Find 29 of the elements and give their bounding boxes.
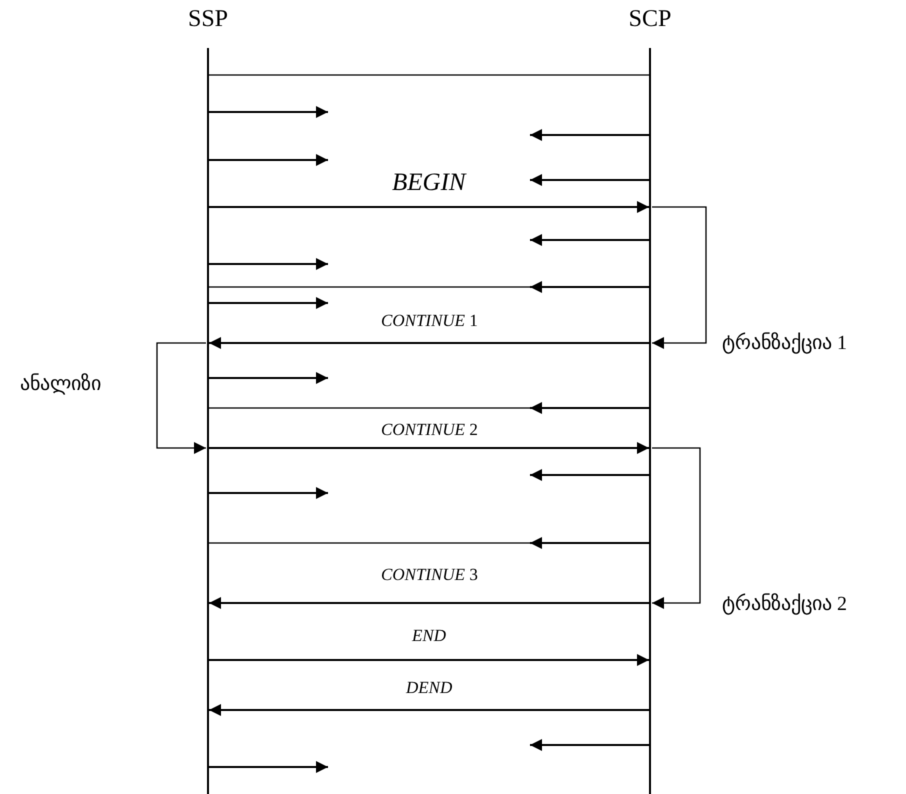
arrow [209,704,649,716]
arrow [530,739,649,751]
participant-name: SSP [186,5,230,34]
arrow [530,234,649,246]
bracket-arrow [652,447,701,609]
arrow [209,201,649,213]
arrow [530,402,649,414]
arrow [209,372,328,384]
bracket-arrow [156,342,206,454]
arrow [530,129,649,141]
arrow [209,442,649,454]
arrow [209,106,328,118]
arrow [209,297,328,309]
arrow [209,597,649,609]
arrow [209,487,328,499]
edge-label: ანალიზი [20,372,101,396]
arrow [209,337,649,349]
participant-name: SCP [628,5,672,34]
edge-label: ტრანზაქცია 1 [722,331,847,355]
arrow [530,281,649,293]
bracket-arrow [652,206,707,349]
arrow [209,654,649,666]
arrow [209,761,328,773]
arrow [530,174,649,186]
arrow [530,537,649,549]
arrow [530,469,649,481]
arrow [209,154,328,166]
edge-label: ტრანზაქცია 2 [722,592,847,616]
arrow [209,258,328,270]
